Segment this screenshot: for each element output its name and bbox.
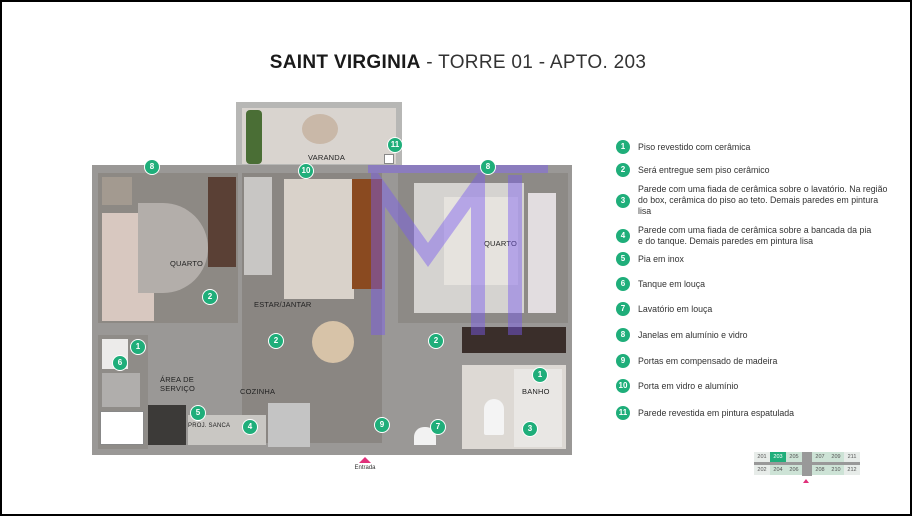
banheiro: BANHO bbox=[462, 365, 566, 449]
bed-2 bbox=[444, 197, 518, 285]
unit-207: 207 bbox=[812, 452, 828, 462]
badge-2-estar: 2 bbox=[268, 333, 284, 349]
entrance-marker: Entrada bbox=[350, 457, 380, 471]
quarto-1-label: QUARTO bbox=[170, 259, 204, 268]
sofa-rug bbox=[284, 179, 354, 299]
unit-202: 202 bbox=[754, 465, 770, 475]
entrance-label: Entrada bbox=[354, 465, 376, 471]
floor-plan: QUARTO ESTAR/JANTAR ÁREA DE SERVIÇO COZI… bbox=[92, 159, 572, 455]
unit-210: 210 bbox=[828, 465, 844, 475]
key-plan-core bbox=[802, 452, 812, 476]
title-building: SAINT VIRGINIA bbox=[269, 52, 421, 73]
wardrobe bbox=[208, 177, 236, 267]
badge-10-door: 10 bbox=[298, 163, 314, 179]
badge-9-door: 9 bbox=[374, 417, 390, 433]
key-plan-entrance-icon bbox=[803, 479, 809, 483]
varanda-wall-x bbox=[384, 154, 394, 164]
wardrobe-2 bbox=[528, 193, 556, 313]
unit-209: 209 bbox=[828, 452, 844, 462]
area-servico bbox=[98, 335, 148, 449]
page-title: SAINT VIRGINIA - TORRE 01 - APTO. 203 bbox=[2, 52, 910, 74]
badge-2-quarto: 2 bbox=[202, 289, 218, 305]
unit-203: 203 bbox=[770, 452, 786, 462]
dining-table bbox=[312, 321, 354, 363]
unit-201: 201 bbox=[754, 452, 770, 462]
key-plan: 201 203 205 207 209 211 202 204 206 208 … bbox=[754, 452, 860, 483]
badge-2-hall: 2 bbox=[428, 333, 444, 349]
rug bbox=[138, 203, 208, 293]
varanda-walls: VARANDA bbox=[236, 102, 402, 168]
badge-8-window-2: 8 bbox=[480, 159, 496, 175]
varanda-label: VARANDA bbox=[308, 153, 346, 162]
badge-11-wall: 11 bbox=[387, 137, 403, 153]
badge-1-servico: 1 bbox=[130, 339, 146, 355]
quarto-2: QUARTO bbox=[398, 173, 568, 323]
entrance-arrow-icon bbox=[359, 457, 371, 463]
plant bbox=[246, 110, 262, 164]
cabinet-x bbox=[100, 411, 144, 445]
badge-3-banho: 3 bbox=[522, 421, 538, 437]
title-separator: - bbox=[420, 52, 439, 73]
unit-206: 206 bbox=[786, 465, 802, 475]
unit-204: 204 bbox=[770, 465, 786, 475]
quarto-2-label: QUARTO bbox=[484, 239, 518, 248]
stove bbox=[148, 405, 186, 445]
unit-205: 205 bbox=[786, 452, 802, 462]
unit-212: 212 bbox=[844, 465, 860, 475]
fridge bbox=[268, 403, 310, 447]
unit-208: 208 bbox=[812, 465, 828, 475]
watermark bbox=[368, 163, 548, 345]
toilet bbox=[484, 399, 504, 435]
tv-panel bbox=[244, 177, 272, 275]
wardrobe-hall bbox=[462, 327, 566, 353]
cozinha-label: COZINHA bbox=[240, 387, 276, 396]
badge-5-pia: 5 bbox=[190, 405, 206, 421]
bookshelf bbox=[352, 179, 382, 289]
badge-6-tanque: 6 bbox=[112, 355, 128, 371]
area-servico-label-2: SERVIÇO bbox=[160, 384, 196, 393]
badge-8-window: 8 bbox=[144, 159, 160, 175]
badge-4-bancada: 4 bbox=[242, 419, 258, 435]
banho-label: BANHO bbox=[522, 387, 550, 396]
badge-1-banho: 1 bbox=[532, 367, 548, 383]
unit-211: 211 bbox=[844, 452, 860, 462]
badge-7-lavatorio: 7 bbox=[430, 419, 446, 435]
washing-machine bbox=[102, 373, 140, 407]
quarto-1: QUARTO bbox=[98, 173, 238, 323]
varanda-table bbox=[302, 114, 338, 144]
area-servico-label-1: ÁREA DE bbox=[160, 375, 194, 384]
nightstand bbox=[102, 177, 132, 205]
title-unit: TORRE 01 - APTO. 203 bbox=[438, 52, 647, 73]
proj-sanca-label: PROJ. SANCA bbox=[188, 423, 231, 429]
estar-jantar-label: ESTAR/JANTAR bbox=[254, 300, 312, 309]
estar-jantar: ESTAR/JANTAR bbox=[242, 173, 382, 443]
